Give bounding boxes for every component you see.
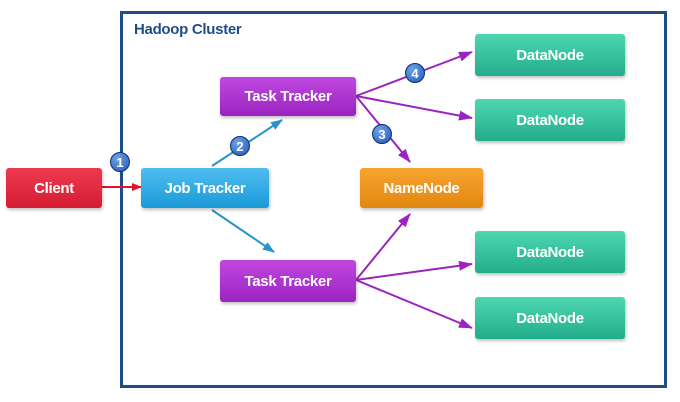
hadoop-cluster-frame: [120, 11, 667, 388]
arrow-tasktracker-top-to-datanode-2: [355, 95, 473, 121]
step-3-badge: 3: [372, 124, 392, 144]
datanode-4: DataNode: [475, 297, 625, 339]
arrow-tasktracker-bottom-to-datanode-3: [355, 260, 473, 281]
step-1-badge: 1: [110, 152, 130, 172]
arrow-tasktracker-bottom-to-namenode: [355, 213, 411, 281]
task-tracker-bottom-node: Task Tracker: [220, 260, 356, 302]
step-4-badge: 4: [405, 63, 425, 83]
datanode-3: DataNode: [475, 231, 625, 273]
datanode-1: DataNode: [475, 34, 625, 76]
task-tracker-top-node: Task Tracker: [220, 77, 356, 116]
job-tracker-node: Job Tracker: [141, 168, 269, 208]
step-2-badge: 2: [230, 136, 250, 156]
arrow-jobtracker-to-tasktracker-bottom: [211, 209, 275, 253]
client-node: Client: [6, 168, 102, 208]
cluster-title: Hadoop Cluster: [134, 21, 242, 38]
datanode-2: DataNode: [475, 99, 625, 141]
arrow-tasktracker-bottom-to-datanode-4: [355, 279, 473, 329]
namenode-node: NameNode: [360, 168, 483, 208]
